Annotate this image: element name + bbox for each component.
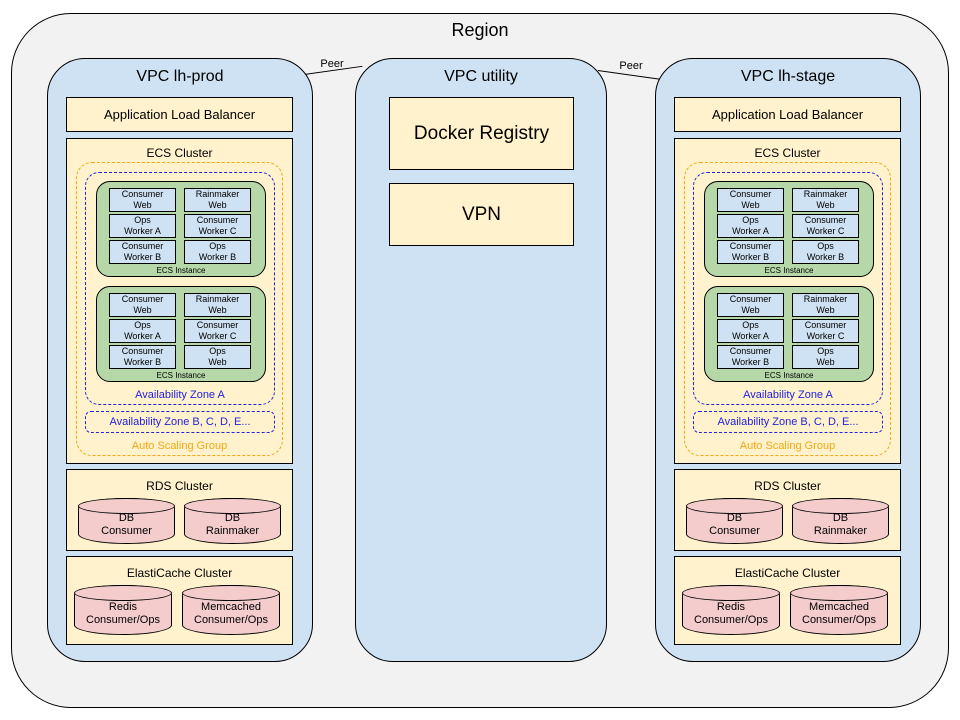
ecs-task: Ops Worker B: [184, 240, 251, 264]
availability-zone-other: Availability Zone B, C, D, E...: [693, 411, 883, 433]
ecs-task: Rainmaker Web: [792, 293, 859, 317]
vpc-title: VPC lh-stage: [740, 68, 836, 85]
vpn: VPN: [389, 183, 574, 246]
cache-cylinder-top: [182, 585, 280, 601]
peer-label-prod-utility: Peer: [320, 58, 344, 70]
rds-cluster-title: RDS Cluster: [146, 479, 213, 493]
availability-zone-a: [693, 172, 883, 405]
ecs-instance-label: ECS Instance: [764, 266, 814, 275]
elasticache-cluster-title: ElastiCache Cluster: [126, 566, 233, 580]
availability-zone-other: Availability Zone B, C, D, E...: [85, 411, 275, 433]
vpc-utility-title: VPC utility: [444, 68, 518, 85]
ecs-task: Ops Worker A: [109, 319, 176, 343]
ecs-task: Consumer Worker B: [717, 240, 784, 264]
ecs-task: Consumer Worker B: [717, 345, 784, 369]
vpc-title: VPC lh-prod: [136, 68, 224, 85]
cache-cylinder-top: [790, 585, 888, 601]
auto-scaling-group-label: Auto Scaling Group: [739, 440, 836, 452]
ecs-task: Consumer Worker C: [792, 214, 859, 238]
docker-registry: Docker Registry: [389, 97, 574, 170]
ecs-task: Ops Worker B: [792, 240, 859, 264]
ecs-task: Consumer Web: [109, 293, 176, 317]
region-title: Region: [451, 19, 509, 40]
rds-cluster-title: RDS Cluster: [754, 479, 821, 493]
ecs-task: Consumer Web: [109, 188, 176, 212]
ecs-task: Consumer Web: [717, 188, 784, 212]
ecs-task: Consumer Worker B: [109, 240, 176, 264]
application-load-balancer: Application Load Balancer: [66, 97, 293, 132]
ecs-task: Ops Worker A: [109, 214, 176, 238]
database-cylinder-top: [184, 498, 281, 514]
ecs-task: Consumer Worker C: [184, 319, 251, 343]
ecs-instance-label: ECS Instance: [156, 266, 206, 275]
database-cylinder-top: [78, 498, 175, 514]
ecs-task: Ops Web: [792, 345, 859, 369]
auto-scaling-group: [76, 162, 283, 456]
ecs-task: Rainmaker Web: [792, 188, 859, 212]
ecs-cluster-title: ECS Cluster: [754, 146, 821, 160]
ecs-task: Rainmaker Web: [184, 293, 251, 317]
availability-zone-a-label: Availability Zone A: [135, 389, 225, 401]
ecs-task: Ops Worker A: [717, 214, 784, 238]
ecs-task: Consumer Worker C: [792, 319, 859, 343]
database-cylinder-top: [792, 498, 889, 514]
cache-cylinder-top: [74, 585, 172, 601]
ecs-instance-label: ECS Instance: [156, 371, 206, 380]
cache-cylinder-top: [682, 585, 780, 601]
availability-zone-a: [85, 172, 275, 405]
ecs-task: Ops Web: [184, 345, 251, 369]
ecs-cluster-title: ECS Cluster: [146, 146, 213, 160]
auto-scaling-group-label: Auto Scaling Group: [131, 440, 228, 452]
ecs-task: Consumer Worker C: [184, 214, 251, 238]
ecs-task: Rainmaker Web: [184, 188, 251, 212]
ecs-task: Ops Worker A: [717, 319, 784, 343]
elasticache-cluster-title: ElastiCache Cluster: [734, 566, 841, 580]
availability-zone-a-label: Availability Zone A: [743, 389, 833, 401]
ecs-instance-label: ECS Instance: [764, 371, 814, 380]
peer-label-utility-stage: Peer: [619, 60, 643, 72]
application-load-balancer: Application Load Balancer: [674, 97, 901, 132]
auto-scaling-group: [684, 162, 891, 456]
database-cylinder-top: [686, 498, 783, 514]
ecs-task: Consumer Web: [717, 293, 784, 317]
ecs-task: Consumer Worker B: [109, 345, 176, 369]
